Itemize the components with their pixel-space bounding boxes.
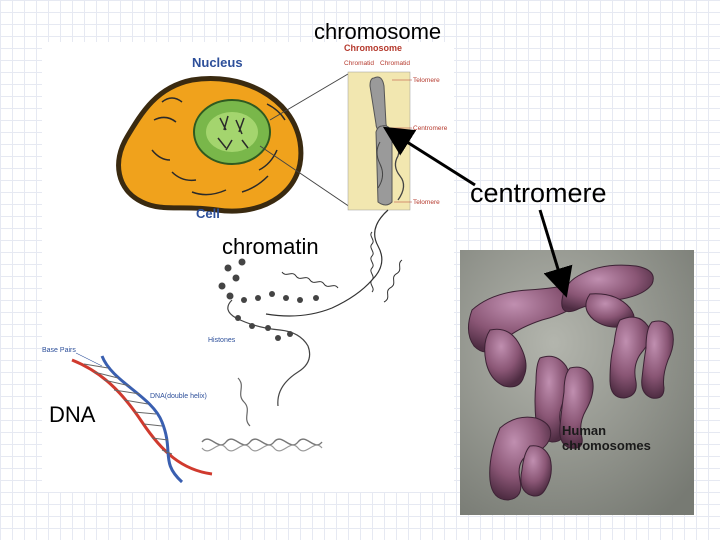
human-chromosomes-photo: Human chromosomes [460, 250, 694, 515]
centromere-arrow-to-diagram [382, 126, 476, 187]
dna-double-helix-label: DNA(double helix) [150, 393, 207, 400]
centromere-small-label: Centromere [413, 125, 448, 132]
cell-label: Cell [196, 206, 220, 221]
chromatin-fiber [218, 258, 319, 341]
chromatid-right-label: Chromatid [380, 60, 410, 67]
zoom-line-top [269, 73, 349, 121]
zoom-line-bottom [259, 145, 351, 208]
diagram-svg: Nucleus Cell Chromosome Chromatid Chroma… [42, 42, 454, 492]
chromosome-blobs [468, 264, 674, 501]
telomere-top-label: Telomere [413, 77, 440, 84]
centromere-label: centromere [470, 178, 607, 208]
telomere-bottom-label: Telomere [413, 199, 440, 206]
chromosome-label: chromosome [314, 19, 442, 44]
centromere-arrow-to-photo [538, 209, 573, 298]
dna-double-helix: Base Pairs DNA(double helix) [42, 347, 323, 484]
chromosome-header-label: Chromosome [344, 43, 402, 53]
base-pairs-label: Base Pairs [42, 347, 76, 354]
cell-illustration: Nucleus Cell [116, 55, 304, 221]
nucleus-label: Nucleus [192, 55, 243, 70]
chromosome-structure-diagram: Nucleus Cell Chromosome Chromatid Chroma… [42, 42, 454, 492]
histones-label: Histones [208, 337, 236, 344]
chromatin-label: chromatin [222, 234, 319, 259]
photo-caption-human: Human [562, 423, 606, 438]
chromatid-left-label: Chromatid [344, 60, 374, 67]
chromatin-coil [265, 209, 403, 317]
photo-caption-chromosomes: chromosomes [562, 438, 651, 453]
photo-svg: Human chromosomes [460, 250, 694, 515]
dna-label: DNA [49, 402, 96, 427]
